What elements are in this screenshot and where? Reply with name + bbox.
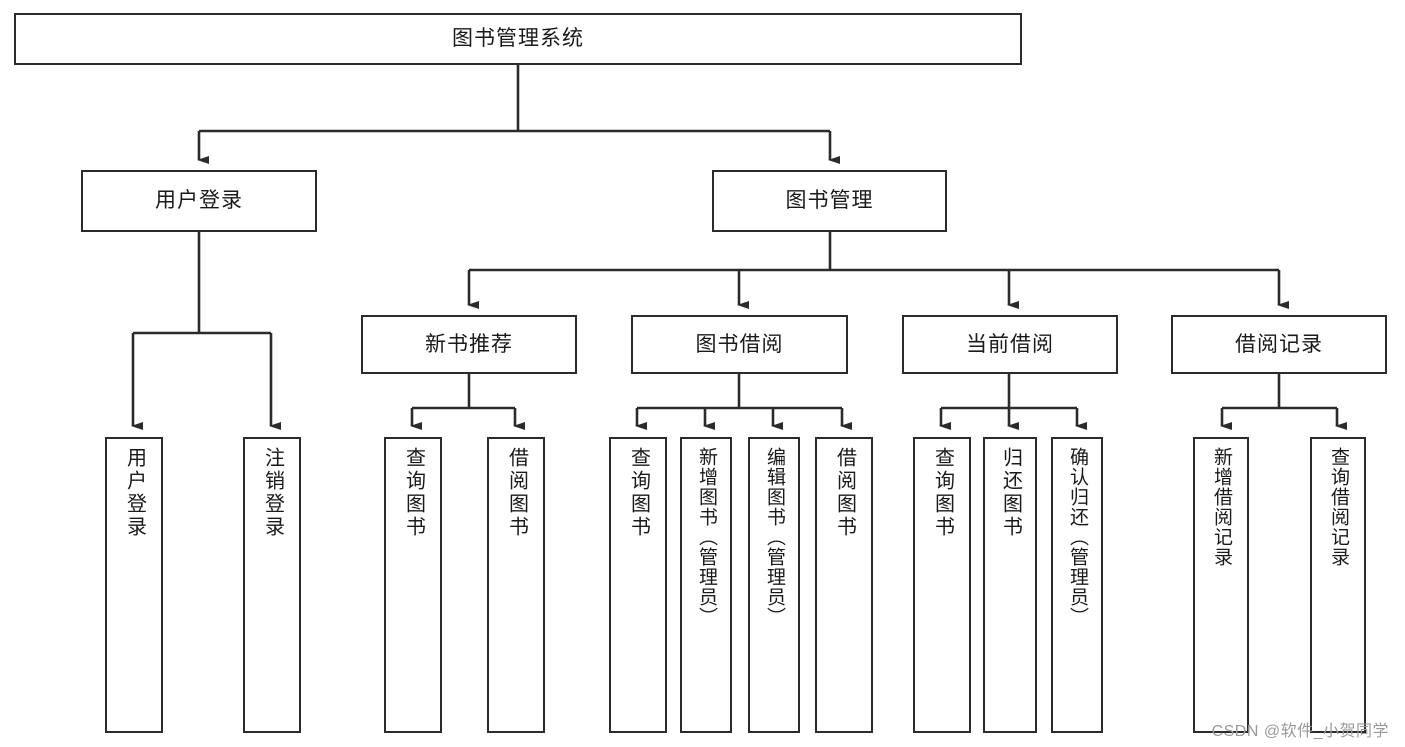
leaf-book-borrow-borrow-book[interactable]: 借阅图书 <box>815 437 873 733</box>
leaf-new-book-query-book[interactable]: 查询图书 <box>384 437 442 733</box>
node-borrow-record[interactable]: 借阅记录 <box>1171 315 1387 374</box>
node-user-login[interactable]: 用户登录 <box>81 170 317 232</box>
leaf-user-login-login[interactable]: 用户登录 <box>105 437 163 733</box>
leaf-current-borrow-query-book[interactable]: 查询图书 <box>913 437 971 733</box>
node-book-borrow[interactable]: 图书借阅 <box>631 315 848 374</box>
leaf-current-borrow-confirm-return-admin[interactable]: 确认归还（管理员） <box>1051 437 1103 733</box>
node-root-book-management-system[interactable]: 图书管理系统 <box>14 13 1022 65</box>
node-new-book-recommend[interactable]: 新书推荐 <box>361 315 577 374</box>
watermark-text: CSDN @软件_小贺同学 <box>1211 723 1389 740</box>
leaf-book-borrow-query-book[interactable]: 查询图书 <box>609 437 667 733</box>
node-current-borrow[interactable]: 当前借阅 <box>902 315 1118 374</box>
node-book-management[interactable]: 图书管理 <box>712 170 947 232</box>
leaf-new-book-borrow-book[interactable]: 借阅图书 <box>487 437 545 733</box>
leaf-borrow-record-add-record[interactable]: 新增借阅记录 <box>1193 437 1249 733</box>
leaf-user-login-logout[interactable]: 注销登录 <box>243 437 301 733</box>
leaf-borrow-record-query-record[interactable]: 查询借阅记录 <box>1310 437 1366 733</box>
leaf-book-borrow-edit-book-admin[interactable]: 编辑图书（管理员） <box>748 437 800 733</box>
leaf-current-borrow-return-book[interactable]: 归还图书 <box>983 437 1037 733</box>
leaf-book-borrow-add-book-admin[interactable]: 新增图书（管理员） <box>680 437 732 733</box>
